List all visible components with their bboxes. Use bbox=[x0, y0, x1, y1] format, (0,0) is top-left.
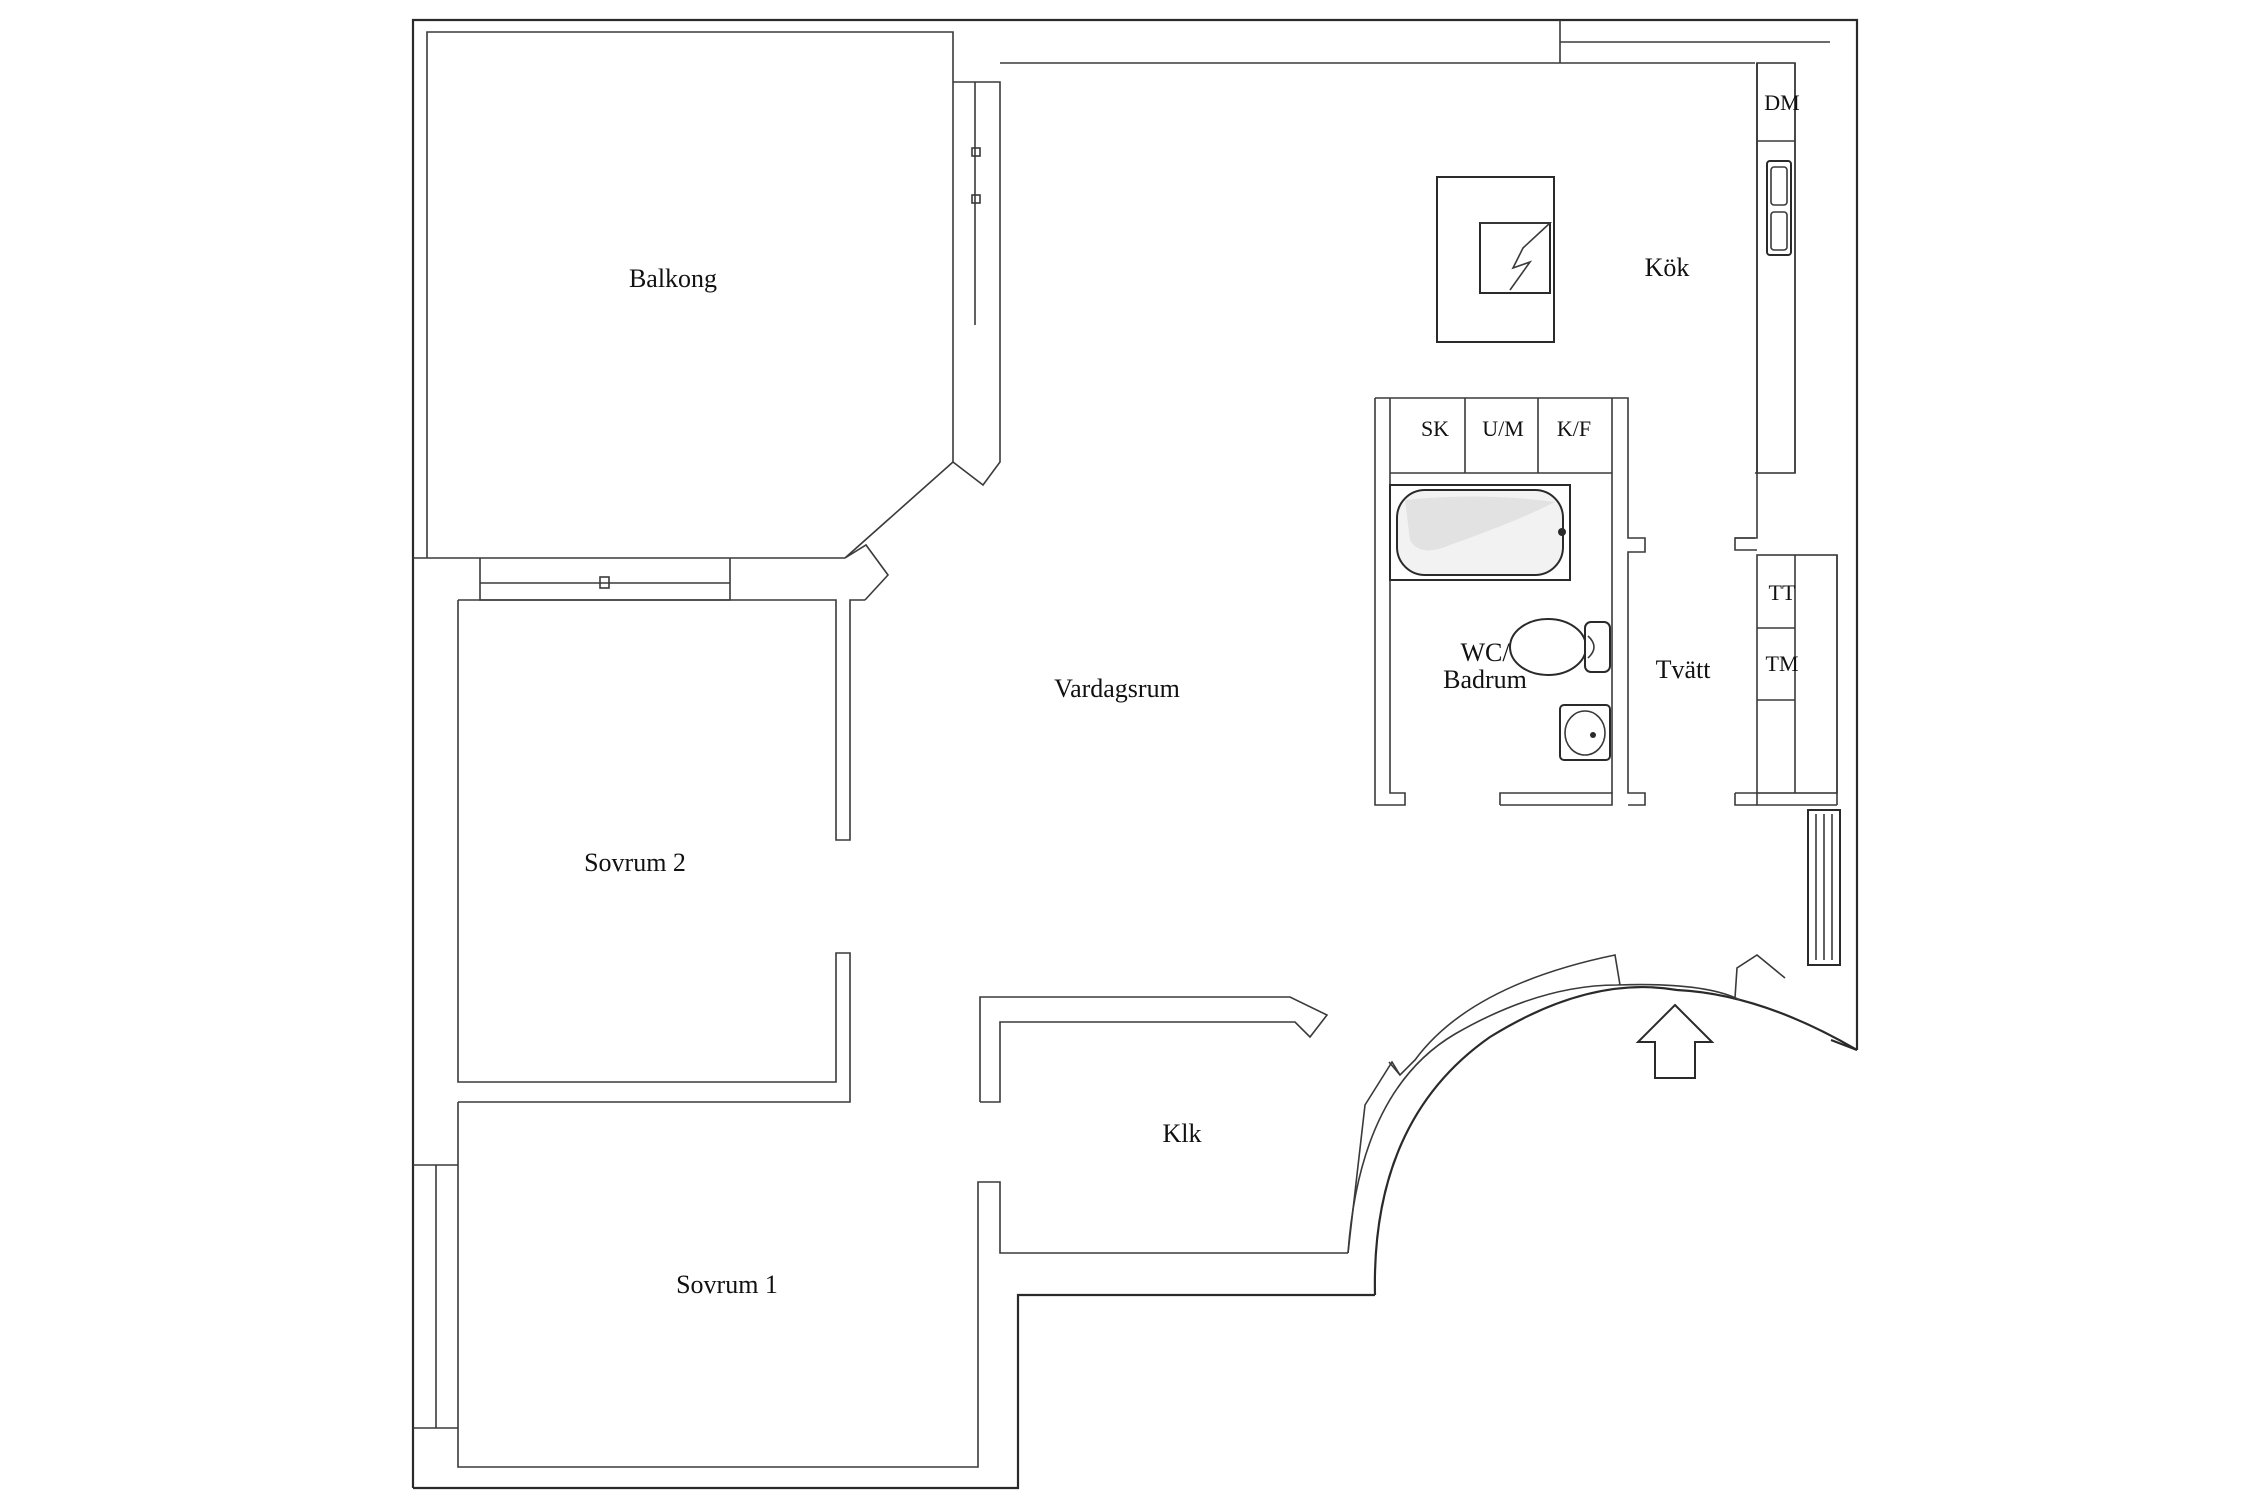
fixture-label-kf: K/F bbox=[1557, 416, 1591, 441]
washbasin-icon bbox=[1559, 704, 1611, 761]
kitchen-sink-icon bbox=[1766, 160, 1792, 256]
inner-walls bbox=[413, 20, 1838, 1468]
fixture-label-tt: TT bbox=[1769, 580, 1796, 605]
radiator-icon bbox=[1807, 809, 1841, 966]
fixture-label-sk: SK bbox=[1421, 416, 1449, 441]
fixture-label-dm: DM bbox=[1764, 90, 1799, 115]
room-label-kok: Kök bbox=[1645, 253, 1690, 282]
room-label-balkong: Balkong bbox=[629, 264, 717, 293]
bathtub-icon bbox=[1389, 484, 1571, 581]
outer-walls bbox=[411, 18, 1859, 1490]
room-label-klk: Klk bbox=[1163, 1119, 1202, 1148]
room-label-vardagsrum: Vardagsrum bbox=[1054, 674, 1180, 703]
room-label-tvatt: Tvätt bbox=[1656, 655, 1712, 684]
toilet-icon bbox=[1509, 618, 1611, 676]
fixture-label-um: U/M bbox=[1482, 416, 1524, 441]
fixture-label-tm: TM bbox=[1766, 651, 1799, 676]
room-label-sovrum2: Sovrum 2 bbox=[584, 848, 686, 877]
room-label-sovrum1: Sovrum 1 bbox=[676, 1270, 778, 1299]
entrance-arrow-icon bbox=[1635, 1003, 1715, 1079]
room-label-badrum-line2: Badrum bbox=[1443, 665, 1527, 694]
room-label-badrum-line1: WC/ bbox=[1460, 638, 1510, 667]
stove-icon bbox=[1436, 176, 1555, 343]
